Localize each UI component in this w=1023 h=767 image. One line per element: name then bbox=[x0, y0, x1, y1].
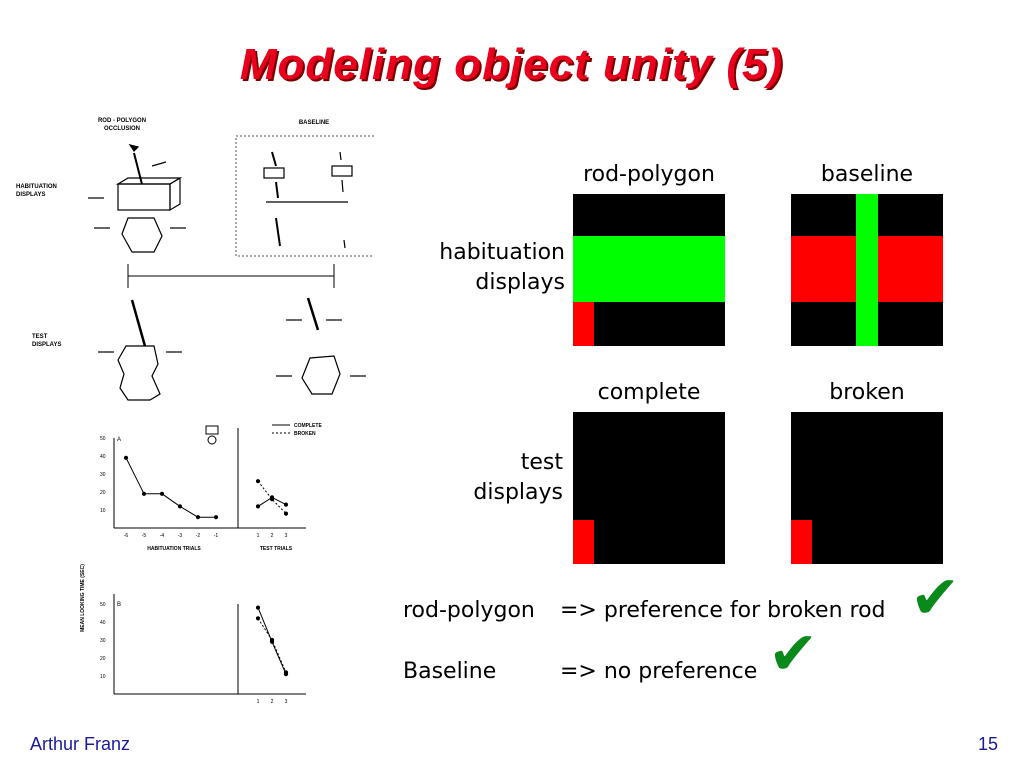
y-tick-label: 50 bbox=[100, 436, 106, 442]
checkmark-icon: ✔ bbox=[768, 620, 819, 687]
data-point bbox=[255, 479, 261, 484]
x-tick-label: 2 bbox=[271, 699, 274, 705]
data-point bbox=[269, 637, 275, 643]
habituation-occluder-drawing bbox=[88, 144, 186, 253]
figure-legend bbox=[205, 424, 290, 445]
footer-author: Arthur Franz bbox=[30, 734, 131, 754]
legend-broken: BROKEN bbox=[294, 431, 316, 437]
green-occluder-bar bbox=[573, 236, 725, 302]
col-label-rod-polygon: rod-polygon bbox=[583, 162, 715, 187]
figure-label-baseline: BASELINE bbox=[299, 120, 329, 126]
row-label-habituation: habituation displays bbox=[439, 240, 565, 295]
note-rod-polygon-label: rod-polygon bbox=[403, 598, 535, 623]
baseline-drawing bbox=[263, 151, 353, 249]
data-point bbox=[141, 491, 147, 496]
note-baseline-label: Baseline bbox=[403, 659, 497, 684]
panel-test-complete bbox=[573, 412, 725, 564]
y-axis-label: MEAN LOOKING TIME (SEC) bbox=[80, 564, 86, 632]
baseline-box bbox=[235, 135, 374, 257]
x-tick-label: 1 bbox=[257, 533, 260, 539]
y-tick-label: 40 bbox=[100, 620, 106, 626]
y-tick-label: 30 bbox=[100, 472, 106, 478]
series-habituation bbox=[125, 457, 216, 518]
y-tick-label: 20 bbox=[100, 490, 106, 496]
y-tick-label: 30 bbox=[100, 638, 106, 644]
panel-habituation-rod-polygon bbox=[573, 194, 725, 346]
x-tick-label: -2 bbox=[196, 533, 201, 539]
green-rod bbox=[856, 194, 878, 346]
x-tick-label: -4 bbox=[160, 533, 165, 539]
y-tick-label: 20 bbox=[100, 656, 106, 662]
col-label-complete: complete bbox=[597, 380, 701, 405]
x-tick-label: 3 bbox=[285, 533, 288, 539]
chart-a: 10 20 30 40 50 -6 -5 -4 -3 -2 -1 1 2 3 bbox=[100, 428, 306, 539]
red-rod-segment bbox=[573, 302, 594, 346]
panel-habituation-baseline bbox=[791, 194, 943, 346]
x-tick-label: -1 bbox=[214, 533, 219, 539]
x-tick-label: -6 bbox=[124, 533, 129, 539]
x-label-habituation: HABITUATION TRIALS bbox=[147, 546, 201, 552]
x-label-test: TEST TRIALS bbox=[260, 546, 293, 552]
data-point bbox=[213, 515, 219, 520]
series-broken bbox=[257, 480, 287, 514]
data-point bbox=[283, 502, 289, 507]
y-tick-label: 10 bbox=[100, 508, 106, 514]
row-label-test: test displays bbox=[473, 450, 563, 505]
col-label-baseline: baseline bbox=[820, 162, 914, 187]
col-label-broken: broken bbox=[829, 380, 905, 405]
x-tick-label: -3 bbox=[178, 533, 183, 539]
note-baseline-result: => no preference bbox=[560, 659, 758, 684]
x-tick-label: 3 bbox=[285, 699, 288, 705]
red-rod-segment bbox=[791, 520, 812, 564]
connector-lines bbox=[127, 264, 335, 288]
y-tick-label: 50 bbox=[100, 602, 106, 608]
data-point bbox=[255, 504, 261, 509]
x-tick-label: 1 bbox=[257, 699, 260, 705]
panel-label-b: B bbox=[117, 602, 121, 608]
data-point bbox=[123, 455, 129, 460]
slide-title: Modeling object unity (5) bbox=[239, 40, 784, 89]
chart-b: 10 20 30 40 50 1 2 3 bbox=[100, 594, 306, 705]
red-rod-segment bbox=[573, 520, 594, 564]
data-point bbox=[283, 511, 289, 516]
legend-complete: COMPLETE bbox=[294, 423, 322, 429]
checkmark-icon: ✔ bbox=[910, 564, 961, 631]
data-point bbox=[255, 616, 261, 621]
page-number: 15 bbox=[977, 734, 998, 754]
data-point bbox=[195, 515, 201, 520]
data-point bbox=[159, 491, 165, 496]
test-broken-drawing bbox=[276, 297, 366, 395]
data-point bbox=[177, 504, 183, 509]
panel-label-a: A bbox=[117, 437, 121, 443]
note-rod-polygon-result: => preference for broken rod bbox=[560, 598, 886, 623]
data-point bbox=[255, 605, 261, 610]
panel-test-broken bbox=[791, 412, 943, 564]
x-tick-label: 2 bbox=[271, 533, 274, 539]
test-complete-drawing bbox=[98, 299, 182, 401]
y-tick-label: 40 bbox=[100, 454, 106, 460]
data-point bbox=[283, 670, 289, 675]
x-tick-label: -5 bbox=[142, 533, 147, 539]
y-tick-label: 10 bbox=[100, 674, 106, 680]
data-point bbox=[269, 497, 275, 502]
